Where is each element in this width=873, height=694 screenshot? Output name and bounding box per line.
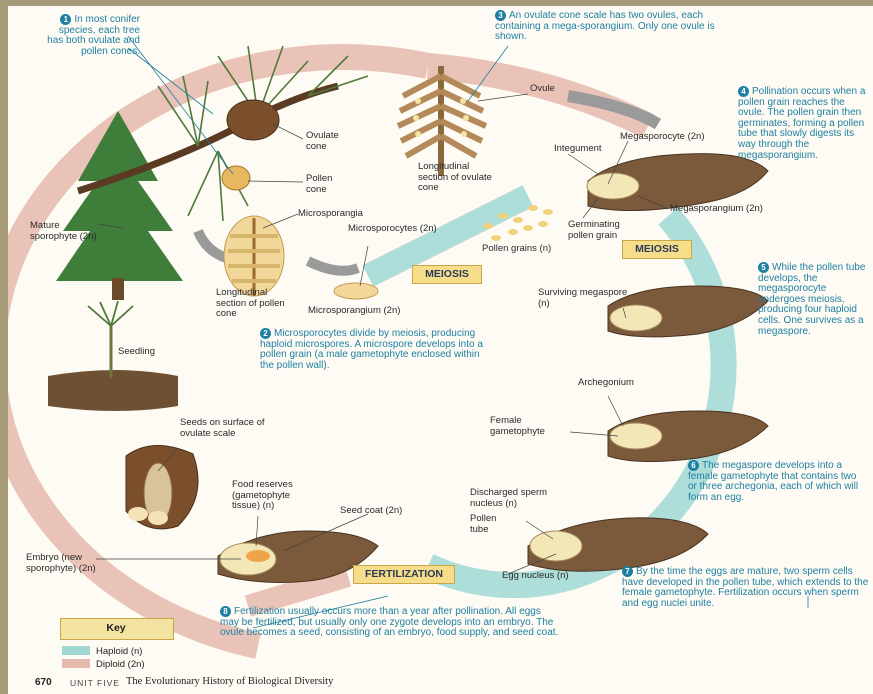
label-megasporocyte: Megasporocyte (2n) [620,132,704,143]
haploid-left-arrow [368,196,528,276]
label-seeds-on-surface: Seeds on surface of ovulate scale [180,418,282,439]
running-title: The Evolutionary History of Biological D… [126,676,333,687]
label-egg-nucleus: Egg nucleus (n) [502,571,569,582]
step-2-text: Microsporocytes divide by meiosis, produ… [260,328,483,371]
label-discharged-sperm: Discharged sperm nucleus (n) [470,488,570,509]
unit-label: UNIT FIVE [70,678,120,688]
pollen-cone-section [224,216,284,296]
grey-arrow-micro [308,261,358,271]
step-7-text: By the time the eggs are mature, two spe… [622,566,868,609]
seed-scale [126,445,198,528]
label-food-reserves: Food reserves (gametophyte tissue) (n) [232,480,314,512]
label-ovule: Ovule [530,84,555,95]
label-megasporangium: Megasporangium (2n) [670,204,763,215]
meiosis-banner-left: MEIOSIS [412,265,482,284]
step-2-number: 2 [260,328,271,339]
label-ovulate-cone: Ovulate cone [306,131,356,152]
step-3-number: 3 [495,10,506,21]
mature-tree-trunk [112,278,124,300]
step-8-text: Fertilization usually occurs more than a… [220,606,558,638]
key-haploid-label: Haploid (n) [96,646,142,657]
step-6-text: The megaspore develops into a female gam… [688,460,858,503]
label-pollen-cone: Pollen cone [306,174,352,195]
label-embryo: Embryo (new sporophyte) (2n) [26,553,102,574]
label-seed-coat: Seed coat (2n) [340,506,402,517]
step-4-text: Pollination occurs when a pollen grain r… [738,86,865,161]
label-pollen-tube: Pollen tube [470,514,510,535]
key-diploid-label: Diploid (2n) [96,659,145,670]
label-microsporangia: Microsporangia [298,209,363,220]
step-5-number: 5 [758,262,769,273]
meiosis-banner-right: MEIOSIS [622,240,692,259]
label-microsporocytes: Microsporocytes (2n) [348,224,448,235]
fertilization-banner: FERTILIZATION [353,565,455,584]
microsporangium [334,283,378,299]
page-number: 670 [35,677,52,688]
label-mature-sporophyte: Mature sporophyte (2n) [30,221,102,242]
step-3-text: An ovulate cone scale has two ovules, ea… [495,10,715,42]
embryo-shape [246,550,270,562]
mature-tree-crown [56,111,183,281]
step-1-number: 1 [60,14,71,25]
seedling-plant [48,301,178,411]
step-6-number: 6 [688,460,699,471]
step-8-number: 8 [220,606,231,617]
label-integument: Integument [554,144,602,155]
label-pollen-grains: Pollen grains (n) [482,244,552,255]
label-microsporangium: Microsporangium (2n) [308,306,400,317]
label-seedling: Seedling [118,347,155,358]
label-archegonium: Archegonium [578,378,634,389]
key-title: Key [60,622,172,634]
key-diploid-swatch [62,659,90,668]
step-7-number: 7 [622,566,633,577]
label-germinating-pollen: Germinating pollen grain [568,220,634,241]
key-haploid-swatch [62,646,90,655]
step-5-text: While the pollen tube develops, the mega… [758,262,865,337]
label-surviving-megaspore: Surviving megaspore (n) [538,288,628,309]
ovulate-cone [227,100,279,140]
label-long-section-pollen: Longitudinal section of pollen cone [216,288,288,320]
step-4-number: 4 [738,86,749,97]
pollen-cone [222,166,250,190]
label-female-gametophyte: Female gametophyte [490,416,570,437]
label-long-section-ovulate: Longitudinal section of ovulate cone [418,162,498,194]
